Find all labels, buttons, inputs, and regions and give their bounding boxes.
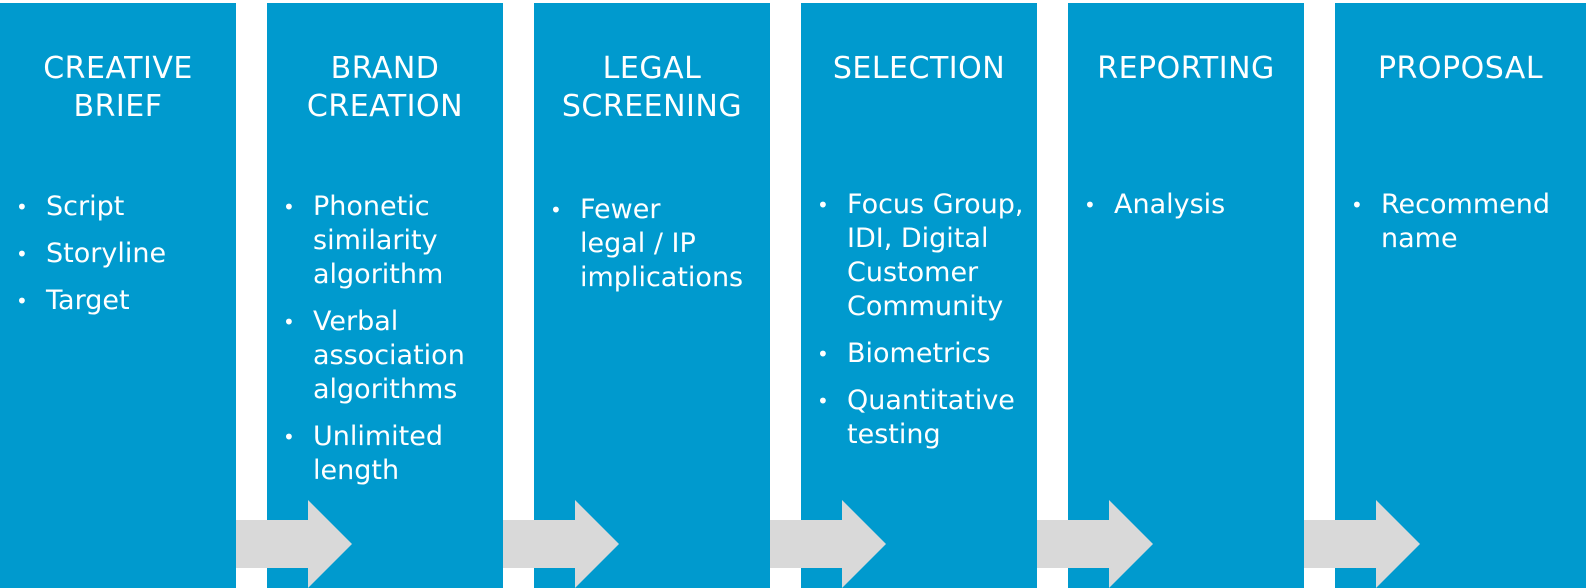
list-item-text: Verbal association algorithms xyxy=(313,306,465,405)
bullet-icon: • xyxy=(16,242,28,266)
stage-item-list: • Recommend name xyxy=(1349,188,1582,269)
stage-item-list: • Focus Group, IDI, Digital Customer Comm… xyxy=(815,188,1033,465)
stage-creative-brief: CREATIVE BRIEF • Script • Storyline • Targe… xyxy=(0,3,236,588)
list-item: • Quantitative testing xyxy=(815,384,1033,452)
list-item: • Fewer legal / IP implications xyxy=(548,193,766,295)
list-item: • Verbal association algorithms xyxy=(281,305,499,407)
right-arrow-icon xyxy=(236,500,352,588)
right-arrow-icon xyxy=(503,500,619,588)
list-item-text: Phonetic similarity algorithm xyxy=(313,191,444,290)
stage-title: PROPOSAL xyxy=(1377,51,1544,86)
bullet-icon: • xyxy=(283,310,295,334)
right-arrow-icon xyxy=(1304,500,1420,588)
list-item-text: Fewer legal / IP implications xyxy=(580,194,744,293)
list-item: • Unlimited length xyxy=(281,420,499,488)
bullet-icon: • xyxy=(817,342,829,366)
stage-item-list: • Script • Storyline • Target xyxy=(14,190,232,331)
list-item-text: Biometrics xyxy=(847,338,991,369)
list-item-text: Recommend name xyxy=(1381,189,1550,254)
stage-title: REPORTING xyxy=(1097,51,1275,86)
stage-brand-creation: BRAND CREATION • Phonetic similarity algo… xyxy=(267,3,503,588)
bullet-icon: • xyxy=(817,389,829,413)
stage-selection: SELECTION • Focus Group, IDI, Digital Cus… xyxy=(801,3,1037,588)
list-item-text: Analysis xyxy=(1114,189,1226,220)
stage-title: CREATIVE BRIEF xyxy=(43,51,193,124)
stage-title: LEGAL SCREENING xyxy=(561,51,743,124)
list-item: • Analysis xyxy=(1082,188,1300,222)
bullet-icon: • xyxy=(1351,193,1363,217)
bullet-icon: • xyxy=(283,195,295,219)
stage-item-list: • Analysis xyxy=(1082,188,1300,235)
bullet-icon: • xyxy=(16,195,28,219)
list-item: • Focus Group, IDI, Digital Customer Comm… xyxy=(815,188,1033,324)
stage-legal-screening: LEGAL SCREENING • Fewer legal / IP implic… xyxy=(534,3,770,588)
stage-item-list: • Fewer legal / IP implications xyxy=(548,193,766,308)
bullet-icon: • xyxy=(16,289,28,313)
bullet-icon: • xyxy=(817,193,829,217)
list-item-text: Script xyxy=(46,191,125,222)
list-item: • Script xyxy=(14,190,232,224)
stage-title: SELECTION xyxy=(832,51,1006,86)
list-item-text: Quantitative testing xyxy=(847,385,1015,450)
right-arrow-icon xyxy=(770,500,886,588)
list-item-text: Target xyxy=(46,285,130,316)
bullet-icon: • xyxy=(550,198,562,222)
list-item-text: Focus Group, IDI, Digital Customer Commu… xyxy=(847,189,1024,322)
stage-title: BRAND CREATION xyxy=(306,51,464,124)
list-item: • Recommend name xyxy=(1349,188,1582,256)
bullet-icon: • xyxy=(283,425,295,449)
list-item: • Storyline xyxy=(14,237,232,271)
bullet-icon: • xyxy=(1084,193,1096,217)
stage-proposal: PROPOSAL • Recommend name xyxy=(1335,3,1586,588)
right-arrow-icon xyxy=(1037,500,1153,588)
list-item-text: Unlimited length xyxy=(313,421,444,486)
list-item: • Biometrics xyxy=(815,337,1033,371)
list-item: • Target xyxy=(14,284,232,318)
list-item: • Phonetic similarity algorithm xyxy=(281,190,499,292)
stage-reporting: REPORTING • Analysis xyxy=(1068,3,1304,588)
stage-item-list: • Phonetic similarity algorithm • Verbal a… xyxy=(281,190,499,501)
list-item-text: Storyline xyxy=(46,238,167,269)
